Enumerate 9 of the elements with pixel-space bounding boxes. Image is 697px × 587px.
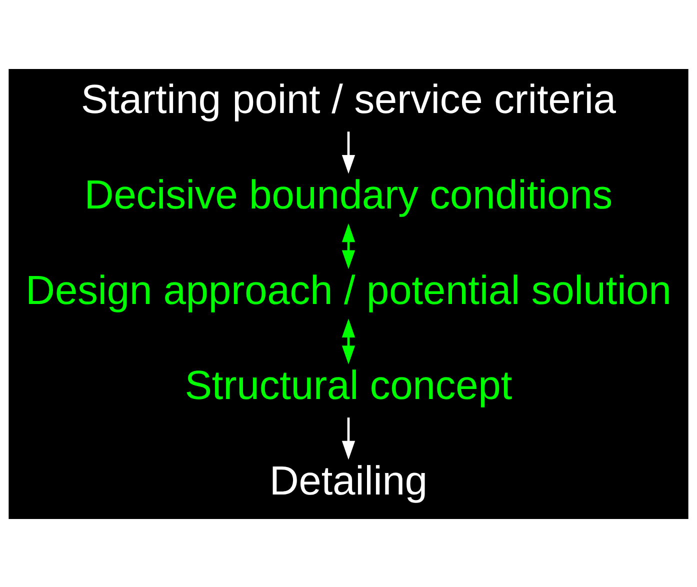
node-text: Decisive boundary conditions <box>84 171 613 218</box>
arrow <box>342 417 356 460</box>
node-text: Detailing <box>269 456 428 503</box>
arrow <box>342 131 356 174</box>
node-text: Structural concept <box>184 362 512 408</box>
node-text: Starting point / service criteria <box>81 76 616 122</box>
arrow <box>342 222 356 269</box>
node-text: Design approach / potential solution <box>26 266 672 312</box>
arrow <box>342 318 356 364</box>
